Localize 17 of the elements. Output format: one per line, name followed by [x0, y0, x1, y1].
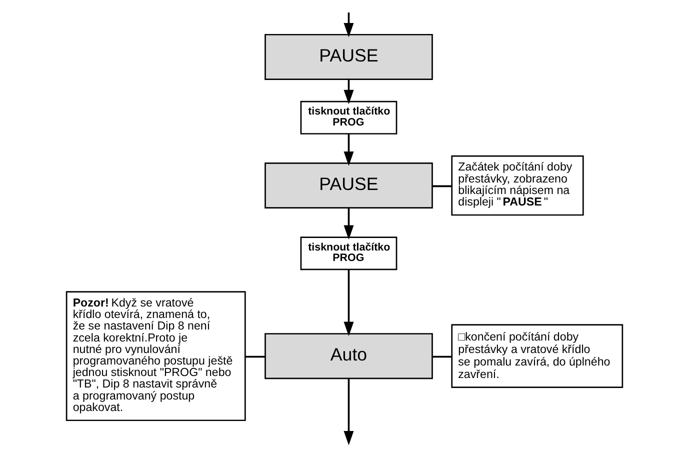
connector	[432, 185, 452, 188]
node-box: Pozor! Když se vratové křídlo otevírá, znamená to, že se nastavení Dip 8 není zcela korektní.Proto je nutné pro vynulování programovaného postupu ještě jednou stisknout "PROG" nebo "TB", Dip 8 nastavit správně a programovaný postup opakovat.	[65, 291, 246, 422]
connector	[244, 356, 265, 358]
node-box: □končení počítání doby přestávky a vratové křídlo se pomalu zavírá, do úplného zavření.	[450, 324, 623, 388]
node-box: tisknout tlačítko PROG	[300, 236, 397, 270]
arrow	[343, 80, 354, 104]
arrow	[343, 378, 354, 446]
node-box: Auto	[264, 333, 432, 380]
arrow	[343, 134, 354, 166]
arrow	[343, 12, 354, 38]
connector	[432, 356, 452, 358]
node-box: tisknout tlačítko PROG	[300, 100, 397, 134]
node-box: Začátek počítání doby přestávky, zobrazeno blikajícím nápisem na displeji "PAUSE"	[450, 155, 584, 216]
arrow	[343, 270, 354, 336]
node-box: PAUSE	[264, 162, 432, 209]
arrow	[343, 208, 354, 240]
node-box: PAUSE	[264, 34, 432, 80]
